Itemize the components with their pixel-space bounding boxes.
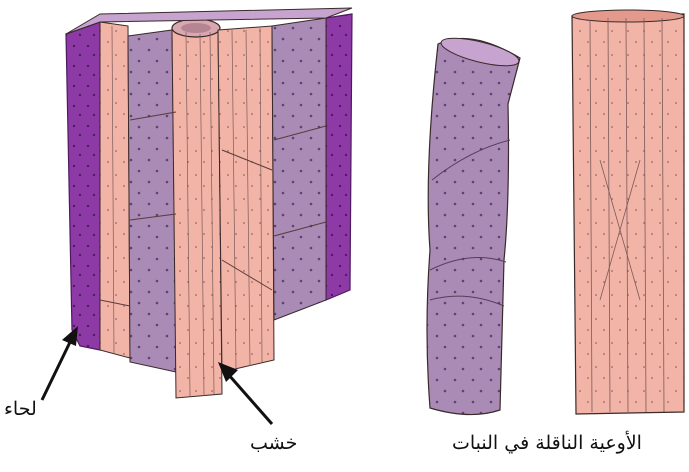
xylem-column-2 xyxy=(218,26,274,372)
vessel-column-lilac-1 xyxy=(128,30,176,372)
isolated-vessels xyxy=(427,10,684,415)
arrow-to-xylem xyxy=(218,362,272,424)
xylem-vessel-central xyxy=(172,26,222,398)
phloem-band-left xyxy=(66,22,100,350)
pink-vessel-top xyxy=(572,10,684,22)
phloem-label: لحاء xyxy=(4,398,37,420)
xylem-column-1 xyxy=(100,22,130,358)
phloem-band-right xyxy=(326,14,352,300)
vessel-lumen xyxy=(181,23,211,33)
xylem-label: خشب xyxy=(250,432,297,454)
arrow-to-phloem xyxy=(42,326,78,400)
isolated-lilac-vessel xyxy=(427,38,520,414)
tissue-block xyxy=(42,8,352,424)
figure-caption: الأوعية الناقلة في النبات xyxy=(452,432,642,454)
vessel-column-lilac-2 xyxy=(272,18,326,320)
